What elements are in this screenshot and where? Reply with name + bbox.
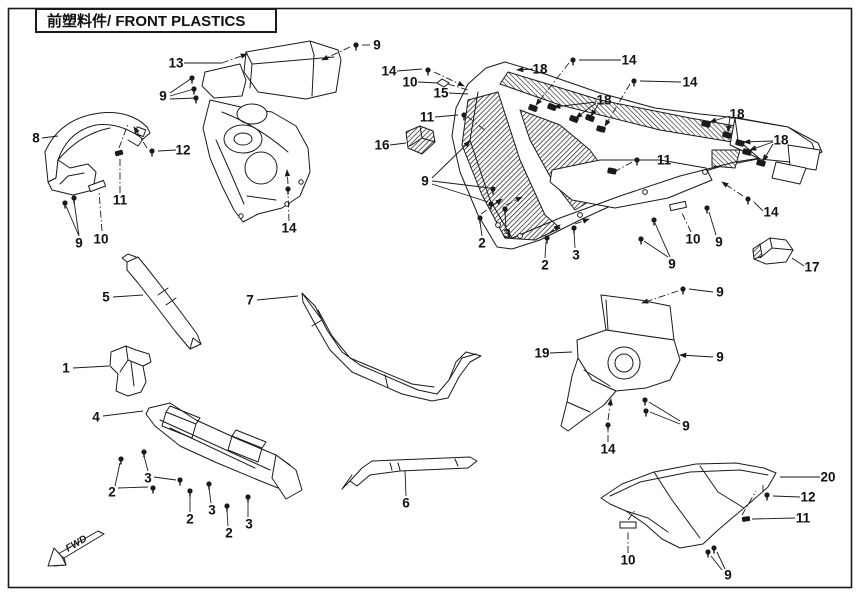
part-17-drawing xyxy=(752,237,794,265)
part-4-drawing xyxy=(145,402,303,500)
page-title: 前塑料件/ FRONT PLASTICS xyxy=(47,13,246,30)
leader-lines xyxy=(41,44,820,571)
part-5-drawing xyxy=(121,253,202,350)
fwd-arrow: FWD xyxy=(47,530,105,567)
part-16-drawing xyxy=(405,125,436,155)
title-box: 前塑料件/ FRONT PLASTICS xyxy=(35,8,277,33)
part-19-drawing xyxy=(560,294,681,432)
page-border xyxy=(7,7,853,589)
part-6-drawing xyxy=(341,456,478,490)
part-7-drawing xyxy=(301,292,482,402)
grille-assembly-drawing xyxy=(451,61,823,250)
part-13-drawing xyxy=(201,40,342,223)
part-20-drawing xyxy=(600,462,777,549)
fwd-label: FWD xyxy=(64,533,89,554)
part-1-drawing xyxy=(109,345,152,397)
